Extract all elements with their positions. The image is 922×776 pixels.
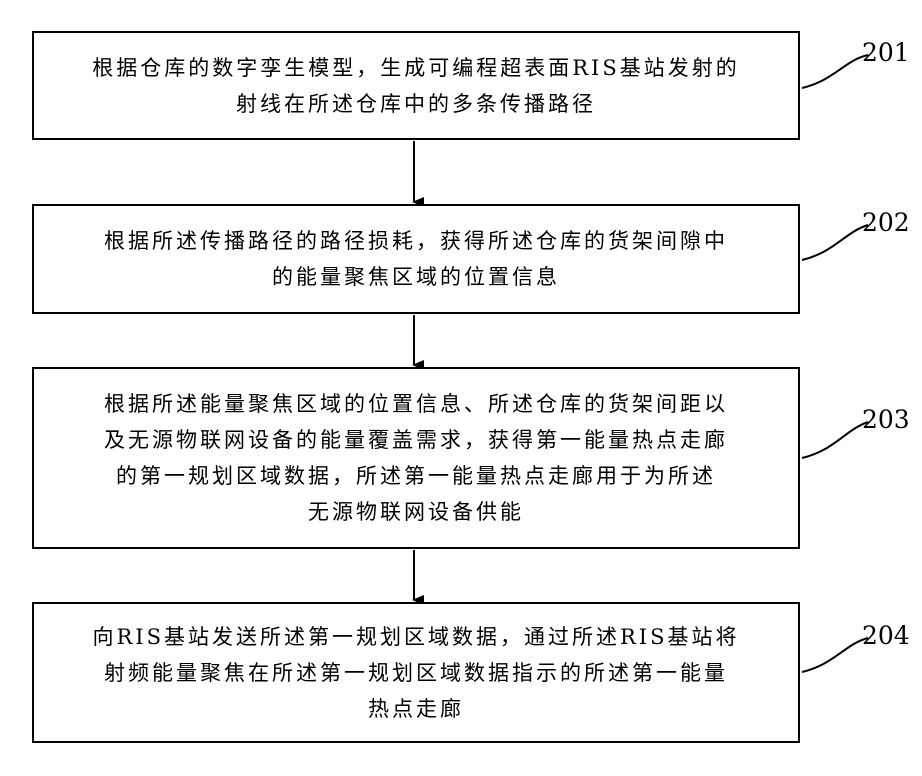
step-line: 热点走廊 [93,691,740,727]
step-number-204: 204 [862,621,910,650]
leader-202 [802,225,868,260]
step-line: 根据所述传播路径的路径损耗，获得所述仓库的货架间隙中 [104,223,728,259]
step-text-203: 根据所述能量聚焦区域的位置信息、所述仓库的货架间距以 及无源物联网设备的能量覆盖… [94,386,738,530]
step-number-202: 202 [862,208,910,237]
step-box-202: 根据所述传播路径的路径损耗，获得所述仓库的货架间隙中 的能量聚焦区域的位置信息 [32,204,800,314]
leader-203 [802,422,868,458]
step-number-203: 203 [862,405,910,434]
step-box-203: 根据所述能量聚焦区域的位置信息、所述仓库的货架间距以 及无源物联网设备的能量覆盖… [32,367,800,549]
step-box-201: 根据仓库的数字孪生模型，生成可编程超表面RIS基站发射的 射线在所述仓库中的多条… [32,31,800,140]
step-line: 根据所述能量聚焦区域的位置信息、所述仓库的货架间距以 [104,386,728,422]
step-line: 的能量聚焦区域的位置信息 [104,259,728,295]
step-line: 的第一规划区域数据，所述第一能量热点走廊用于为所述 [104,458,728,494]
step-text-201: 根据仓库的数字孪生模型，生成可编程超表面RIS基站发射的 射线在所述仓库中的多条… [82,50,750,122]
step-line: 根据仓库的数字孪生模型，生成可编程超表面RIS基站发射的 [92,50,740,86]
leader-204 [802,638,868,672]
step-box-204: 向RIS基站发送所述第一规划区域数据，通过所述RIS基站将 射频能量聚焦在所述第… [32,602,800,743]
step-line: 射频能量聚焦在所述第一规划区域数据指示的所述第一能量 [93,655,740,691]
step-number-201: 201 [862,38,910,67]
step-line: 及无源物联网设备的能量覆盖需求，获得第一能量热点走廊 [104,422,728,458]
step-text-204: 向RIS基站发送所述第一规划区域数据，通过所述RIS基站将 射频能量聚焦在所述第… [83,619,750,727]
step-line: 射线在所述仓库中的多条传播路径 [92,86,740,122]
step-text-202: 根据所述传播路径的路径损耗，获得所述仓库的货架间隙中 的能量聚焦区域的位置信息 [94,223,738,295]
step-line: 向RIS基站发送所述第一规划区域数据，通过所述RIS基站将 [93,619,740,655]
leader-201 [802,55,868,88]
step-line: 无源物联网设备供能 [104,494,728,530]
